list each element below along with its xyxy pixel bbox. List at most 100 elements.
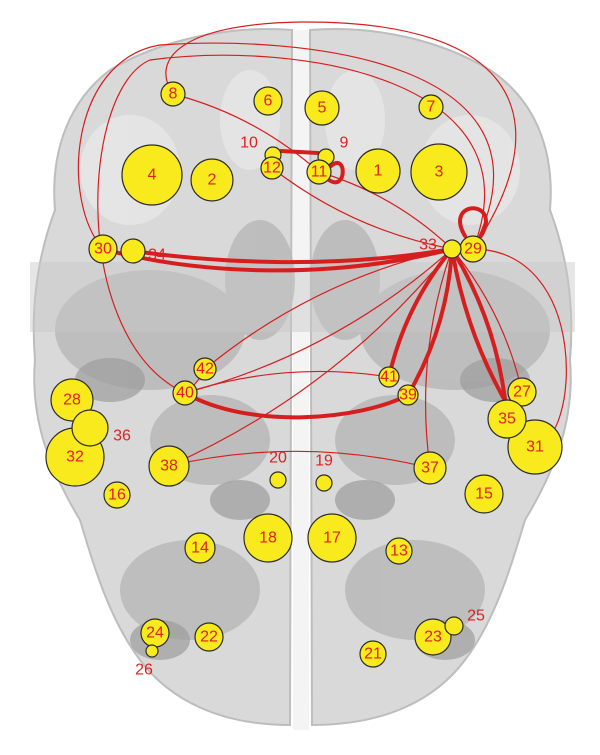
edge-33-42 — [204, 248, 453, 370]
node-label-19: 19 — [315, 453, 333, 470]
node-label-22: 22 — [200, 629, 218, 646]
edge-40-39 — [183, 391, 410, 420]
node-label-6: 6 — [264, 93, 273, 110]
node-label-38: 38 — [160, 458, 178, 475]
node-13: 13 — [385, 537, 413, 565]
edge-29-8 — [165, 21, 517, 250]
edge-11-11 — [327, 161, 345, 185]
node-label-9: 9 — [340, 135, 349, 152]
node-label-10: 10 — [240, 135, 258, 152]
node-label-25: 25 — [467, 608, 485, 625]
node-label-29: 29 — [464, 241, 482, 258]
node-27: 27 — [507, 377, 537, 407]
node-30: 30 — [88, 234, 118, 264]
edge-33-39 — [406, 247, 454, 397]
node-31: 31 — [507, 419, 563, 475]
node-circle-22 — [194, 622, 224, 652]
node-label-1: 1 — [374, 163, 383, 180]
node-label-12: 12 — [263, 160, 281, 177]
node-label-17: 17 — [323, 530, 341, 547]
node-label-14: 14 — [191, 540, 209, 557]
node-label-27: 27 — [513, 384, 531, 401]
node-42: 42 — [193, 357, 217, 381]
node-circle-25 — [444, 616, 464, 636]
node-circle-1 — [355, 148, 401, 194]
node-label-28: 28 — [63, 392, 81, 409]
node-label-42: 42 — [196, 361, 214, 378]
edge-33-11 — [318, 171, 453, 250]
node-label-16: 16 — [108, 487, 126, 504]
node-label-7: 7 — [427, 99, 436, 116]
edge-10-9 — [279, 149, 320, 155]
node-circle-38 — [148, 445, 190, 487]
node-circle-36 — [71, 409, 109, 447]
node-circle-40 — [172, 380, 198, 406]
node-circle-17 — [307, 513, 357, 563]
node-label-32: 32 — [66, 449, 84, 466]
node-label-21: 21 — [364, 646, 382, 663]
node-19: 19 — [315, 453, 333, 492]
node-39: 39 — [397, 384, 419, 406]
node-circle-31 — [507, 419, 563, 475]
node-label-40: 40 — [176, 385, 194, 402]
node-21: 21 — [359, 640, 387, 668]
node-label-8: 8 — [169, 86, 178, 103]
node-circle-3 — [410, 143, 468, 201]
node-6: 6 — [253, 86, 283, 116]
node-26: 26 — [135, 644, 159, 679]
interhemispheric-fissure — [293, 30, 309, 730]
node-20: 20 — [269, 450, 287, 489]
node-circle-28 — [50, 378, 94, 422]
node-circle-33 — [442, 239, 462, 259]
node-circle-30 — [88, 234, 118, 264]
node-circle-26 — [145, 644, 159, 658]
node-29: 29 — [459, 235, 487, 263]
node-15: 15 — [464, 474, 504, 514]
node-40: 40 — [172, 380, 198, 406]
node-label-41: 41 — [380, 369, 398, 386]
node-11: 11 — [306, 159, 332, 185]
edge-33-34 — [131, 247, 454, 265]
edge-33-38 — [168, 248, 453, 467]
node-circle-7 — [418, 94, 444, 120]
node-label-35: 35 — [498, 411, 516, 428]
node-circle-41 — [378, 366, 400, 388]
edge-38-37 — [168, 450, 431, 469]
node-circle-8 — [160, 81, 186, 107]
node-3: 3 — [410, 143, 468, 201]
node-label-13: 13 — [390, 543, 408, 560]
edge-29-29 — [458, 206, 488, 238]
edge-8-11 — [172, 93, 320, 173]
node-34: 34 — [120, 238, 166, 264]
node-38: 38 — [148, 445, 190, 487]
node-circle-37 — [413, 451, 447, 485]
edge-29-40 — [97, 54, 486, 394]
node-41: 41 — [378, 366, 400, 388]
node-circle-39 — [397, 384, 419, 406]
node-label-5: 5 — [318, 100, 327, 117]
node-label-33: 33 — [419, 237, 437, 254]
node-label-24: 24 — [146, 625, 164, 642]
edge-33-12 — [271, 167, 453, 250]
node-28: 28 — [50, 378, 94, 422]
node-8: 8 — [160, 81, 186, 107]
node-circle-15 — [464, 474, 504, 514]
node-circle-23 — [414, 618, 452, 656]
node-circle-27 — [507, 377, 537, 407]
node-16: 16 — [103, 481, 131, 509]
node-label-31: 31 — [526, 439, 544, 456]
node-label-34: 34 — [148, 247, 166, 264]
node-25: 25 — [444, 608, 485, 636]
node-label-15: 15 — [475, 486, 493, 503]
node-4: 4 — [121, 144, 183, 206]
node-label-26: 26 — [135, 662, 153, 679]
node-circle-13 — [385, 537, 413, 565]
node-label-39: 39 — [399, 387, 417, 404]
node-circle-21 — [359, 640, 387, 668]
node-label-2: 2 — [208, 172, 217, 189]
node-circle-19 — [315, 474, 333, 492]
edge-40-41 — [184, 370, 390, 394]
node-label-37: 37 — [421, 460, 439, 477]
